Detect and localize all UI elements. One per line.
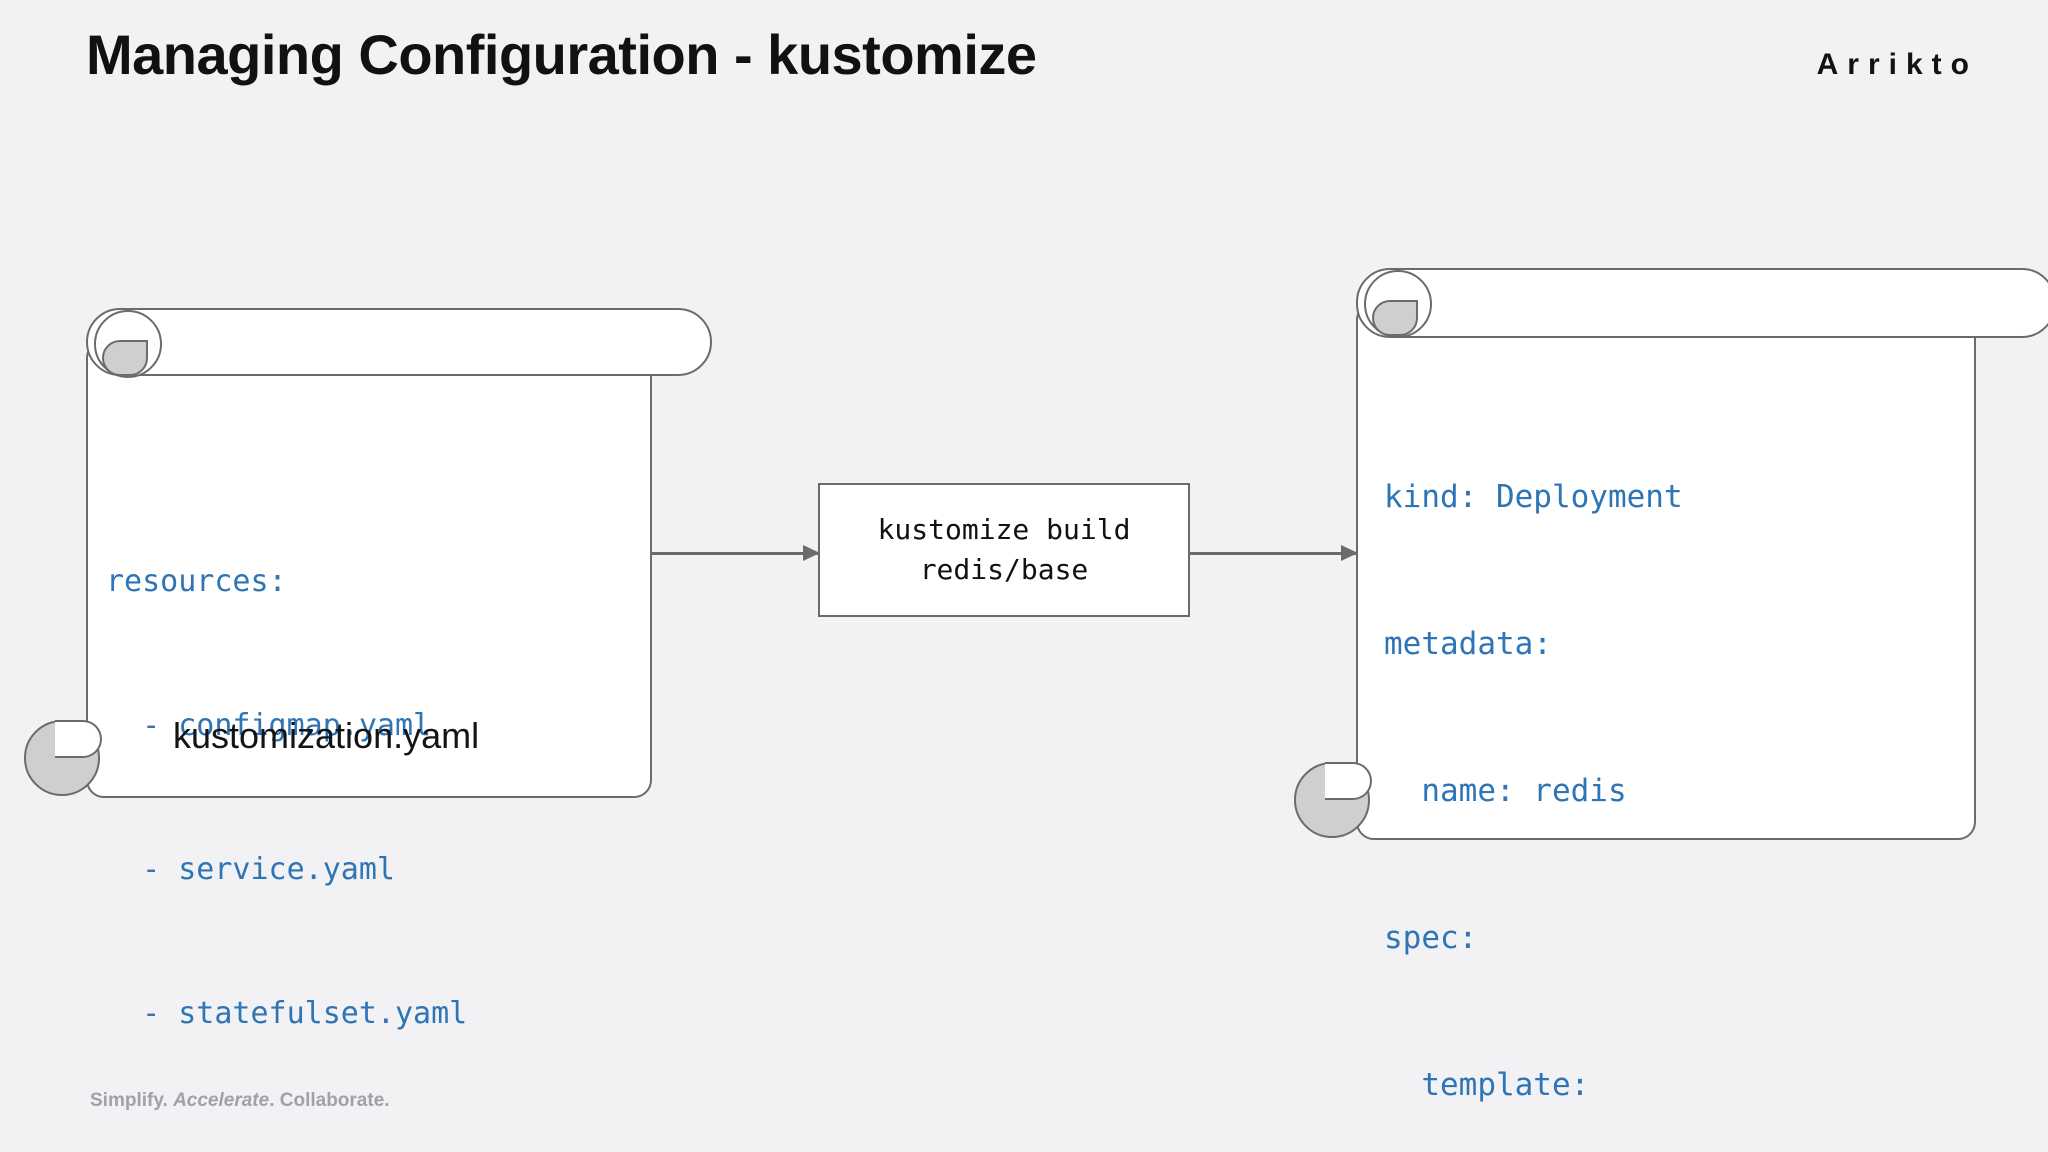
footer-part-1: Simplify. [90,1090,168,1111]
code-line: resources: [106,564,287,599]
arrikto-logo: Arrikto [1816,48,1978,81]
code-line: template: [1384,1067,1590,1103]
kustomization-yaml-code: resources: - configmap.yaml - service.ya… [106,462,467,1134]
kustomize-build-command-box: kustomize build redis/base [818,483,1190,617]
scroll-curl-top-left-icon [94,310,162,378]
scroll-curl-top-left-icon [1364,270,1432,338]
arrow-command-to-right [1190,545,1358,561]
arrow-left-to-command [652,545,820,561]
code-line: - service.yaml [106,852,395,887]
command-line-2: redis/base [919,553,1089,586]
deployment-yaml-code: kind: Deployment metadata: name: redis s… [1384,375,1888,1152]
right-scroll-body [1356,302,1976,840]
footer-part-2: Accelerate [173,1090,270,1111]
code-line: - statefulset.yaml [106,996,468,1031]
footer-part-3: . Collaborate. [269,1090,390,1111]
command-line-1: kustomize build [877,513,1131,547]
footer-tagline: Simplify. Accelerate. Collaborate. [90,1090,390,1112]
code-line: spec: [1384,920,1478,956]
code-line: - configmap.yaml [106,708,432,743]
left-scroll-body [86,340,652,798]
code-line: metadata: [1384,626,1552,662]
code-line: name: redis [1384,773,1627,809]
left-scroll-file-caption: kustomization.yaml [173,715,480,756]
page-title: Managing Configuration - kustomize [86,23,1037,86]
right-scroll-top-roll [1356,268,2048,338]
code-line: kind: Deployment [1384,479,1683,515]
scroll-curl-bottom-left-icon [1294,762,1372,838]
left-scroll-top-roll [86,308,712,376]
scroll-curl-bottom-left-icon [24,720,102,796]
